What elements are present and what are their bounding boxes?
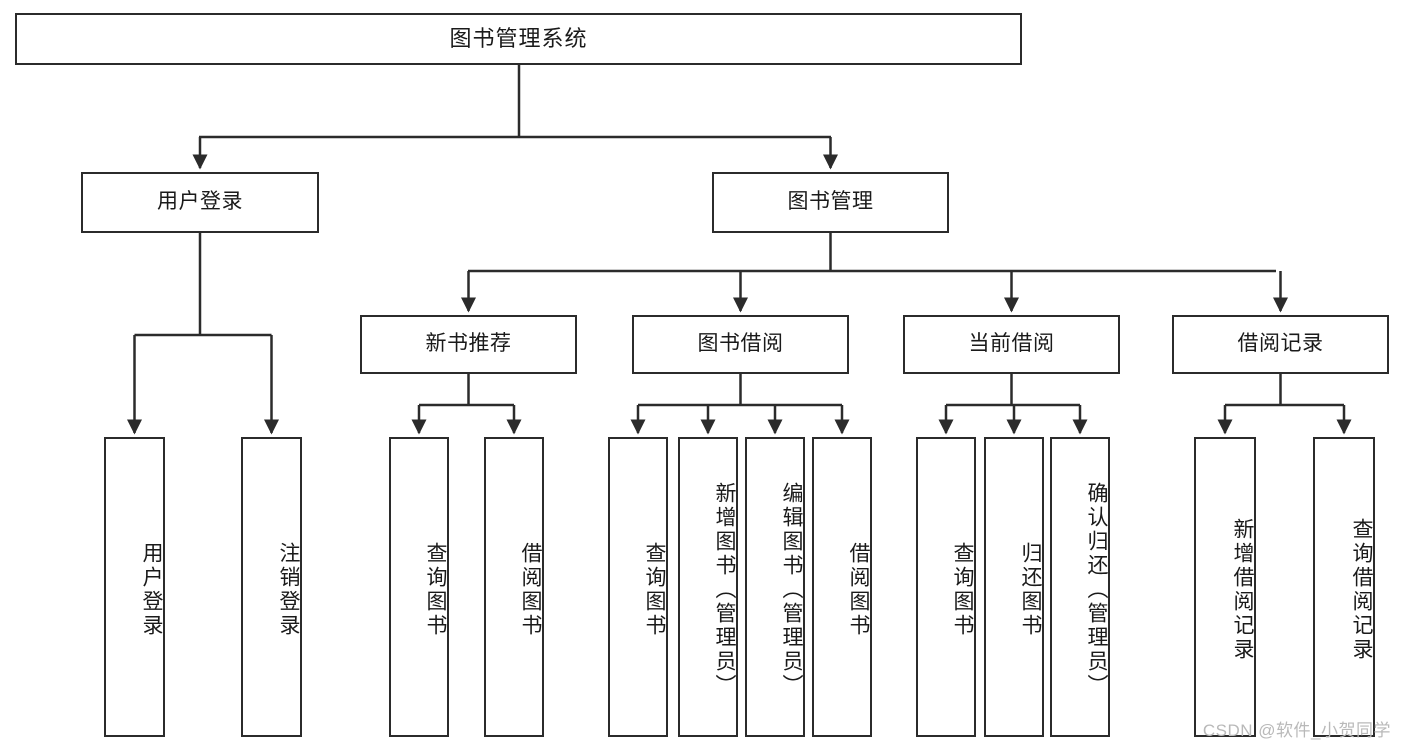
node-label: 归还图书 [1019,542,1042,638]
node-label: 查询借阅记录 [1350,518,1373,662]
node-label: 借阅记录 [1237,332,1324,356]
node-label: 新增借阅记录 [1231,518,1254,662]
node-leaf-br-query[interactable]: 查询借阅记录 [1313,437,1375,737]
node-leaf-nb-borrow[interactable]: 借阅图书 [484,437,544,737]
node-leaf-cb-return[interactable]: 归还图书 [984,437,1044,737]
node-label: 新增图书（管理员） [713,482,736,698]
node-label: 编辑图书（管理员） [780,482,803,698]
node-label: 确认归还（管理员） [1085,482,1108,698]
node-label: 查询图书 [951,542,974,638]
node-label: 注销登录 [277,542,300,638]
node-new-book-rec[interactable]: 新书推荐 [360,315,577,374]
node-leaf-bb-edit[interactable]: 编辑图书（管理员） [745,437,805,737]
node-label: 图书管理 [787,190,874,214]
watermark: CSDN @软件_小贺同学 [1202,721,1391,740]
node-current-borrow[interactable]: 当前借阅 [903,315,1120,374]
node-leaf-cb-query[interactable]: 查询图书 [916,437,976,737]
node-leaf-user-login[interactable]: 用户登录 [104,437,165,737]
node-leaf-br-add[interactable]: 新增借阅记录 [1194,437,1256,737]
node-label: 借阅图书 [847,542,870,638]
node-label: 查询图书 [643,542,666,638]
node-leaf-cb-confirm[interactable]: 确认归还（管理员） [1050,437,1110,737]
node-user-login[interactable]: 用户登录 [81,172,319,233]
node-leaf-nb-query[interactable]: 查询图书 [389,437,449,737]
node-label: 用户登录 [140,542,163,638]
node-label: 当前借阅 [968,332,1055,356]
node-borrow-record[interactable]: 借阅记录 [1172,315,1389,374]
node-label: 图书管理系统 [449,26,588,52]
node-label: 用户登录 [157,190,243,214]
node-leaf-bb-add[interactable]: 新增图书（管理员） [678,437,738,737]
node-leaf-user-logout[interactable]: 注销登录 [241,437,302,737]
node-leaf-bb-borrow[interactable]: 借阅图书 [812,437,872,737]
node-book-borrow[interactable]: 图书借阅 [632,315,849,374]
node-root[interactable]: 图书管理系统 [15,13,1022,65]
node-label: 查询图书 [424,542,447,638]
node-leaf-bb-query[interactable]: 查询图书 [608,437,668,737]
node-book-manage[interactable]: 图书管理 [712,172,949,233]
node-label: 图书借阅 [697,332,784,356]
node-label: 新书推荐 [425,332,512,356]
node-label: 借阅图书 [519,542,542,638]
